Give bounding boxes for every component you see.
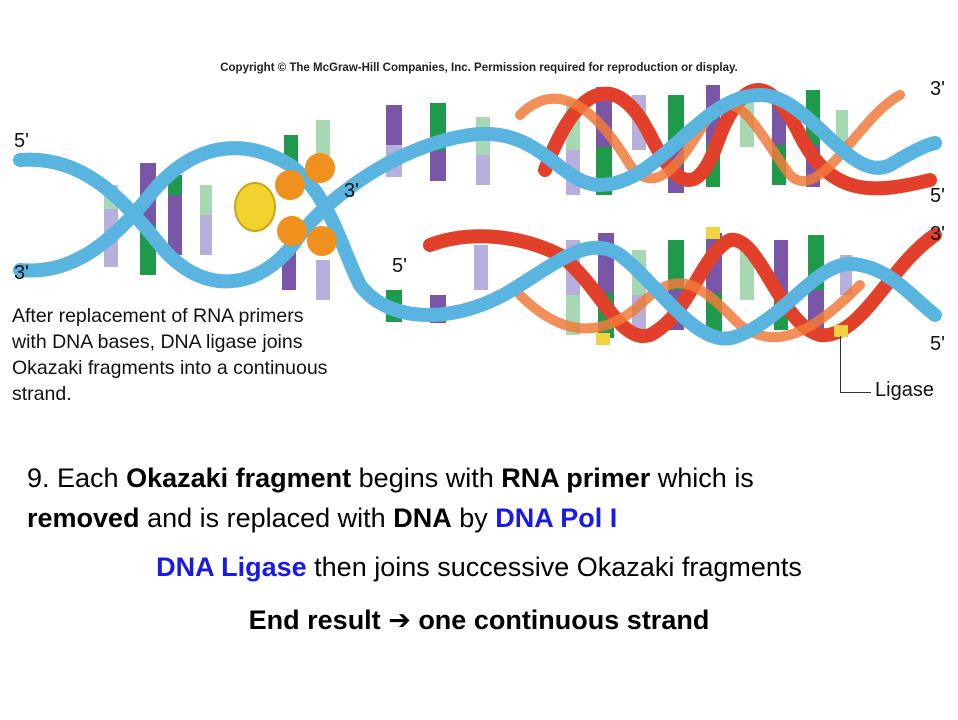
term-removed: removed (27, 503, 140, 533)
text-span: End result (249, 605, 389, 635)
ligase-marker (596, 333, 610, 345)
end-result-statement: End result ➔ one continuous strand (0, 605, 958, 636)
ligase-label: Ligase (875, 379, 934, 402)
label-bottom-right-5: 5' (930, 333, 945, 356)
term-okazaki-fragment: Okazaki fragment (126, 463, 351, 493)
text-span: which is (650, 463, 754, 493)
label-upper-right-5: 5' (930, 185, 945, 208)
text-span: and is replaced with (140, 503, 394, 533)
text-span: one continuous strand (411, 605, 710, 635)
polymerase-icon (235, 183, 275, 231)
text-span: then joins successive Okazaki fragments (307, 552, 802, 582)
label-left-3: 3' (14, 262, 29, 285)
nucleotide-icon (277, 216, 307, 246)
text-span: 9. Each (27, 463, 126, 493)
diagram-caption: After replacement of RNA primers with DN… (12, 303, 342, 407)
label-lower-right-3: 3' (930, 223, 945, 246)
nucleotide-icon (307, 226, 337, 256)
ligase-marker (706, 227, 720, 239)
label-mid-3: 3' (344, 180, 359, 203)
term-dna-pol-i: DNA Pol I (495, 503, 617, 533)
ligase-pointer-line (840, 336, 871, 393)
term-dna: DNA (393, 503, 452, 533)
label-top-right-3: 3' (930, 78, 945, 101)
text-span: begins with (351, 463, 501, 493)
label-mid-5: 5' (392, 255, 407, 278)
text-span: by (452, 503, 496, 533)
term-dna-ligase: DNA Ligase (156, 552, 307, 582)
term-rna-primer: RNA primer (501, 463, 650, 493)
arrow-icon: ➔ (388, 605, 411, 635)
label-left-5: 5' (14, 130, 29, 153)
nucleotide-icon (305, 153, 335, 183)
nucleotide-icon (275, 170, 305, 200)
ligase-statement: DNA Ligase then joins successive Okazaki… (0, 552, 958, 583)
point-9: 9. Each Okazaki fragment begins with RNA… (27, 458, 927, 538)
